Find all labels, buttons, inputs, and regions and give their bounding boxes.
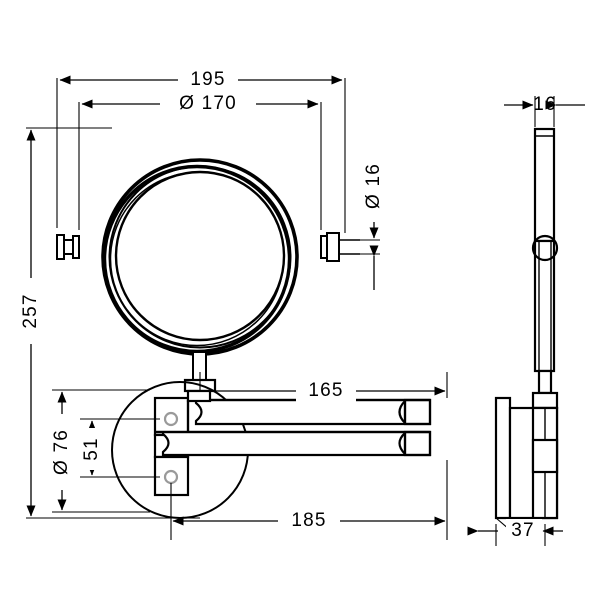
lower-arm-tube-outline	[155, 430, 432, 457]
dim-label-tube-diameter: Ø 16	[363, 163, 384, 209]
dim-text-bg-170	[160, 92, 256, 116]
dim-text-bg-d76	[50, 414, 74, 490]
dim-label-arm-reach-upper: 165	[308, 380, 343, 401]
mirror-left-pivot-hinge	[56, 234, 80, 260]
upper-arm-end-knuckle	[398, 400, 406, 424]
side-neck-shaft	[537, 369, 553, 395]
upper-arm-tube-outline	[188, 398, 432, 426]
dim-label-wall-projection: 37	[511, 520, 535, 541]
front-view-dimensions: 195 Ø 170 Ø 16 257 Ø 76 51	[19, 68, 448, 540]
lower-swing-arm	[155, 430, 432, 457]
mirror-head	[101, 158, 299, 356]
dim-label-plate-diameter: Ø 76	[51, 429, 72, 475]
lower-arm-end-cap	[403, 430, 432, 457]
side-mirror-edge-profile	[531, 127, 559, 373]
front-view	[56, 158, 432, 519]
side-wall-plate-assembly	[494, 396, 559, 531]
left-pivot-cap	[56, 234, 65, 260]
dim-text-bg-37	[506, 519, 542, 543]
arm-pivot-knuckle	[186, 389, 212, 432]
dim-text-bg-165	[296, 379, 356, 403]
side-bracket-knuckle	[531, 438, 559, 474]
left-pivot-boss	[72, 235, 80, 259]
bracket-upper-block	[153, 396, 190, 437]
dim-label-overall-width: 195	[190, 69, 225, 90]
upper-mounting-hole	[163, 411, 179, 427]
side-mirror-upper-body	[533, 127, 556, 243]
dim-text-bg-195	[178, 68, 238, 92]
right-pivot-cap	[326, 232, 340, 262]
side-pivot-circle	[531, 234, 559, 262]
side-neck-collar	[531, 391, 559, 410]
dim-text-bg-185	[278, 509, 340, 533]
side-wall-plate	[494, 396, 512, 520]
dim-label-hole-spacing: 51	[81, 437, 102, 461]
pivot-knuckle-cap	[186, 389, 212, 403]
side-view-dimensions: 16 37	[467, 94, 585, 546]
dim-text-bg-51	[80, 428, 104, 470]
dim-label-mirror-diameter: Ø 170	[179, 93, 237, 114]
left-pivot-shaft	[63, 239, 74, 255]
side-view	[494, 127, 559, 531]
dim-label-overall-height: 257	[20, 293, 41, 328]
upper-swing-arm	[188, 398, 432, 426]
mirror-glass-surface	[114, 170, 286, 342]
dim-label-side-tube-width: 16	[533, 94, 557, 115]
dim-text-bg-d16	[362, 150, 386, 222]
dim-text-bg-257	[19, 278, 43, 344]
upper-arm-end-cap	[403, 398, 432, 426]
dim-label-arm-reach-lower: 185	[291, 510, 326, 531]
lower-arm-end-knuckle	[398, 432, 406, 455]
